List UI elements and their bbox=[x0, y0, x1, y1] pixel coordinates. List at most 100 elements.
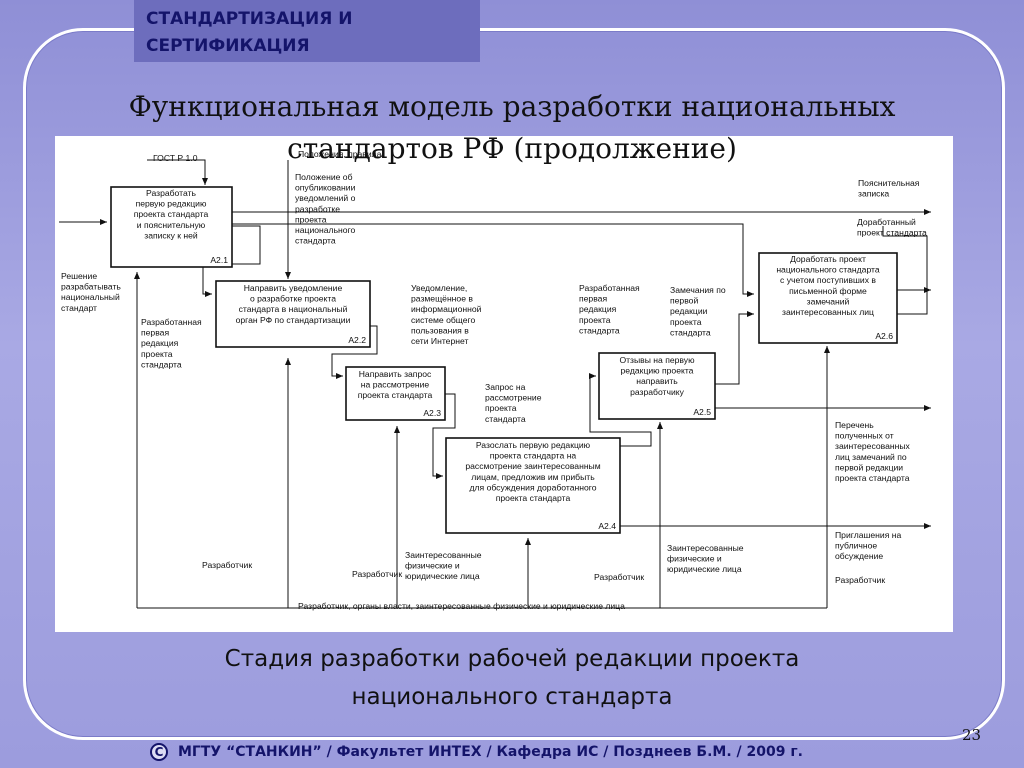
arrow-a24-a25 bbox=[589, 373, 652, 447]
box-text-line: Разработать bbox=[146, 188, 197, 198]
box-text-line: заинтересованных лиц bbox=[782, 307, 874, 317]
header-tab: СТАНДАРТИЗАЦИЯ И СЕРТИФИКАЦИЯ bbox=[134, 0, 480, 62]
box-text-line: записку к ней bbox=[144, 230, 198, 240]
label-uvedomlenie: пользования в bbox=[411, 325, 469, 335]
label-uvedomlenie: размещённое в bbox=[411, 294, 473, 304]
label-zapros: проекта bbox=[485, 403, 517, 413]
page-number: 23 bbox=[962, 726, 982, 744]
label-dorabotanny: Доработанный bbox=[857, 217, 916, 227]
box-text-line: Разослать первую редакцию bbox=[476, 440, 591, 450]
box-text-line: проекта стандарта bbox=[358, 390, 433, 400]
label-perechen: проекта стандарта bbox=[835, 473, 910, 483]
label-zamechaniya: Замечания по bbox=[670, 285, 726, 295]
box-a2-1 bbox=[110, 186, 233, 268]
arrow-a25-a26 bbox=[715, 311, 754, 385]
box-a2-5 bbox=[598, 352, 716, 420]
box-text-line: лицам, предложив им прибыть bbox=[471, 472, 595, 482]
label-zainteres-2: Заинтересованные bbox=[667, 543, 744, 553]
label-uvedomlenie: системе общего bbox=[411, 315, 475, 325]
label-uvedomlenie: Уведомление, bbox=[411, 283, 467, 293]
arrow-a26-loop bbox=[882, 226, 928, 315]
header-line-2: СЕРТИФИКАЦИЯ bbox=[146, 36, 310, 56]
label-zamechaniya: первой bbox=[670, 296, 698, 306]
label-razrab-pervaya-mid: редакция bbox=[579, 304, 617, 314]
label-polozhenie-ob: проекта bbox=[295, 214, 327, 224]
label-reshenie: разрабатывать bbox=[61, 282, 121, 292]
box-text-line: национального стандарта bbox=[776, 265, 880, 275]
label-zapros: рассмотрение bbox=[485, 393, 542, 403]
box-text-line: замечаний bbox=[807, 296, 850, 306]
slide-frame bbox=[23, 28, 1005, 740]
label-dorabotanny: проект стандарта bbox=[857, 228, 927, 238]
label-gost: ГОСТ Р 1.0 bbox=[153, 153, 198, 163]
label-polozhenie-ob: разработке bbox=[295, 204, 340, 214]
box-text-line: проекта стандарта bbox=[134, 209, 209, 219]
label-razrab-pervaya-mid: проекта bbox=[579, 315, 611, 325]
label-priglasheniya: публичное bbox=[835, 541, 877, 551]
box-id-label: A2.3 bbox=[423, 408, 441, 418]
label-perechen: заинтересованных bbox=[835, 441, 911, 451]
arrow-a22-a23 bbox=[331, 325, 378, 379]
label-perechen: Перечень bbox=[835, 420, 874, 430]
arrow-a23-a24 bbox=[432, 393, 456, 479]
box-id-label: A2.5 bbox=[693, 407, 711, 417]
box-a2-2 bbox=[215, 280, 371, 348]
label-poyasnitelnaya: записка bbox=[858, 189, 889, 199]
box-text-line: Доработать проект bbox=[790, 254, 866, 264]
footer: С МГТУ “СТАНКИН” / Факультет ИНТЕХ / Каф… bbox=[150, 740, 803, 764]
label-razrabotchik-2: Разработчик bbox=[352, 569, 402, 579]
arrow-a21-a26 bbox=[232, 223, 754, 297]
slide-caption: Стадия разработки рабочей редакции проек… bbox=[100, 640, 924, 716]
box-id-label: A2.2 bbox=[348, 335, 366, 345]
label-polozhenie-ob: Положение об bbox=[295, 172, 353, 182]
box-a2-4 bbox=[445, 437, 621, 534]
label-polozhenie-ob: уведомлений о bbox=[295, 193, 356, 203]
box-text-line: редакцию проекта bbox=[621, 366, 694, 376]
label-zainteres-1: Заинтересованные bbox=[405, 550, 482, 560]
box-id-label: A2.6 bbox=[875, 331, 893, 341]
label-razrab-pervaya-left: Разработанная bbox=[141, 317, 202, 327]
label-polozhenie-ob: национального bbox=[295, 225, 356, 235]
label-zapros: стандарта bbox=[485, 414, 526, 424]
caption-line-2: национального стандарта bbox=[351, 684, 673, 710]
box-text-line: о разработке проекта bbox=[250, 294, 336, 304]
box-text-line: письменной форме bbox=[789, 286, 867, 296]
box-text-line: Направить запрос bbox=[359, 369, 432, 379]
label-reshenie: Решение bbox=[61, 271, 97, 281]
label-zainteres-2: физические и bbox=[667, 554, 722, 564]
box-text-line: орган РФ по стандартизации bbox=[236, 315, 351, 325]
label-uvedomlenie: сети Интернет bbox=[411, 336, 468, 346]
label-reshenie: национальный bbox=[61, 292, 120, 302]
label-priglasheniya: обсуждение bbox=[835, 551, 883, 561]
label-uvedomlenie: информационной bbox=[411, 304, 482, 314]
label-zainteres-1: юридические лица bbox=[405, 571, 480, 581]
label-polozhenie-ob: стандарта bbox=[295, 236, 336, 246]
label-razrabotchik-3: Разработчик bbox=[594, 572, 644, 582]
label-razrab-pervaya-left: стандарта bbox=[141, 359, 182, 369]
box-a2-6 bbox=[758, 252, 898, 344]
label-zamechaniya: стандарта bbox=[670, 327, 711, 337]
box-text-line: стандарта в национальный bbox=[239, 304, 348, 314]
box-text-line: рассмотрение заинтересованным bbox=[465, 461, 600, 471]
label-zainteres-1: физические и bbox=[405, 561, 460, 571]
label-perechen: лиц замечаний по bbox=[835, 452, 907, 462]
title-line-1: Функциональная модель разработки национа… bbox=[128, 90, 896, 123]
caption-line-1: Стадия разработки рабочей редакции проек… bbox=[224, 646, 800, 672]
slide-title: Функциональная модель разработки национа… bbox=[60, 86, 964, 170]
label-priglasheniya: Приглашения на bbox=[835, 530, 902, 540]
box-id-label: A2.4 bbox=[598, 521, 616, 531]
label-perechen: первой редакции bbox=[835, 462, 903, 472]
label-reshenie: стандарт bbox=[61, 303, 97, 313]
box-text-line: для обсуждения доработанного bbox=[470, 482, 597, 492]
label-zainteres-2: юридические лица bbox=[667, 564, 742, 574]
title-line-2: стандартов РФ (продолжение) bbox=[287, 132, 737, 165]
label-zapros: Запрос на bbox=[485, 382, 526, 392]
box-text-line: с учетом поступивших в bbox=[780, 275, 876, 285]
box-text-line: Направить уведомление bbox=[244, 283, 343, 293]
label-razrab-pervaya-mid: Разработанная bbox=[579, 283, 640, 293]
label-razrab-pervaya-left: первая bbox=[141, 328, 169, 338]
box-text-line: направить bbox=[636, 376, 678, 386]
box-text-line: и пояснительную bbox=[137, 220, 206, 230]
header-line-1: СТАНДАРТИЗАЦИЯ И bbox=[146, 9, 353, 29]
